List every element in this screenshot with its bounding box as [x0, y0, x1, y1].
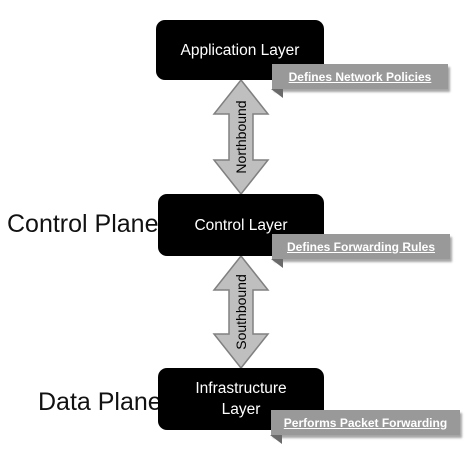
control-layer-description-tag: Defines Forwarding Rules [271, 234, 450, 268]
application-layer-description-tag: Defines Network Policies [271, 64, 448, 98]
northbound-label: Northbound [233, 100, 249, 173]
application-layer-label: Application Layer [180, 41, 300, 59]
infrastructure-layer-label-line1: Infrastructure [195, 380, 287, 397]
infrastructure-layer-description: Performs Packet Forwarding [283, 415, 448, 430]
application-layer-description: Defines Network Policies [288, 69, 432, 84]
infrastructure-layer-description-tag: Performs Packet Forwarding [270, 410, 460, 444]
infrastructure-layer-box: Infrastructure Layer [158, 368, 324, 430]
data-plane-label: Data Plane: [38, 388, 169, 416]
southbound-label: Southbound [233, 274, 249, 350]
infrastructure-layer-label-line2: Layer [221, 401, 261, 418]
control-layer-label: Control Layer [194, 216, 288, 234]
control-layer-description: Defines Forwarding Rules [286, 239, 436, 254]
control-plane-label: Control Plane: [7, 210, 166, 238]
